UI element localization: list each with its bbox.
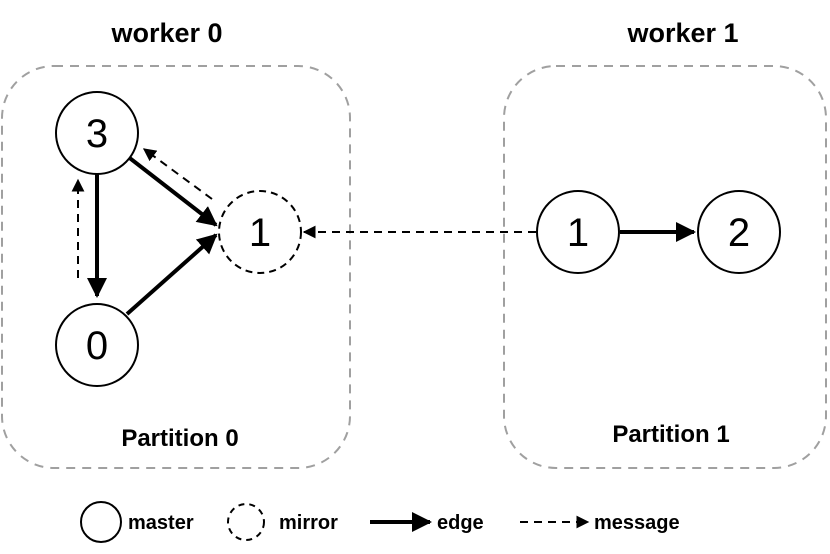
edge-3-to-1 <box>125 154 218 227</box>
worker-1-title: worker 1 <box>626 18 738 48</box>
message-1-to-3 <box>142 148 213 200</box>
worker-0-title: worker 0 <box>110 18 222 48</box>
partition-1-box <box>503 65 827 469</box>
node-2-master <box>697 190 781 274</box>
partition-0-box <box>1 65 351 469</box>
node-2-label: 2 <box>728 211 750 255</box>
legend-master-icon <box>80 501 122 543</box>
node-1-mirror-label: 1 <box>249 211 271 255</box>
node-0-label: 0 <box>86 324 108 368</box>
legend-mirror-label: mirror <box>279 512 338 534</box>
edge-0-to-1 <box>125 233 218 316</box>
legend-edge-label: edge <box>437 512 484 534</box>
node-0-master <box>55 303 139 387</box>
legend-mirror-icon <box>227 503 265 541</box>
node-3-master <box>55 91 139 175</box>
legend-message-label: message <box>594 512 680 534</box>
partition-1-label: Partition 1 <box>612 421 729 448</box>
node-3-label: 3 <box>86 112 108 156</box>
legend-master-label: master <box>128 512 194 534</box>
node-1-master <box>536 190 620 274</box>
node-1-master-label: 1 <box>567 211 589 255</box>
partition-0-label: Partition 0 <box>121 425 238 452</box>
legend: master mirror edge message <box>80 501 680 543</box>
node-1-mirror <box>218 190 302 274</box>
